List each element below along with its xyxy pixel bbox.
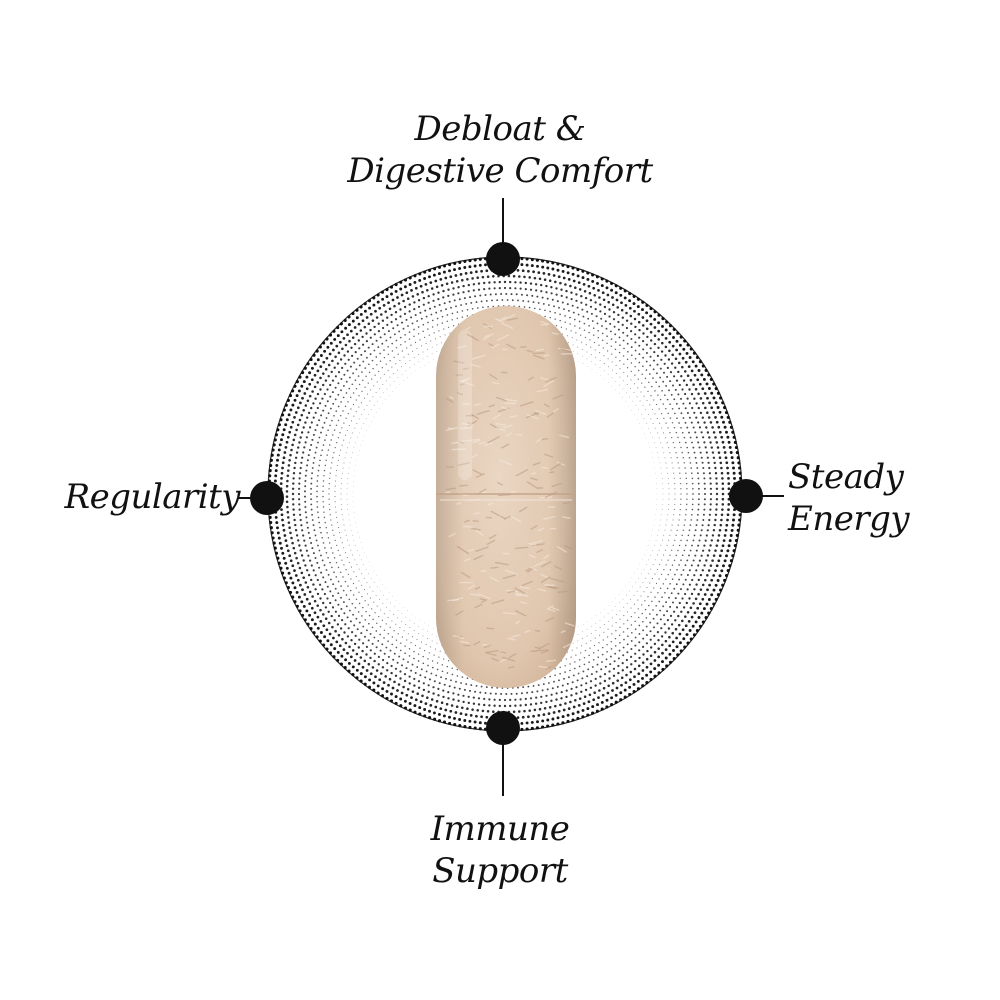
connector-dot-top xyxy=(486,242,520,276)
benefit-left-line1: Regularity xyxy=(64,477,240,517)
benefit-right-line1: Steady xyxy=(788,457,904,497)
capsule-pill-icon xyxy=(436,306,576,688)
connector-dot-left xyxy=(250,481,284,515)
benefit-top-line1: Debloat & xyxy=(414,109,587,149)
stipple-ring-icon xyxy=(267,256,743,732)
connector-dot-right xyxy=(729,479,763,513)
benefit-top-line2: Digestive Comfort xyxy=(347,151,653,191)
benefit-bottom-line2: Support xyxy=(432,851,568,891)
benefit-label-right: Steady Energy xyxy=(788,456,988,540)
connector-dot-bottom xyxy=(486,711,520,745)
benefit-label-top: Debloat & Digestive Comfort xyxy=(300,108,700,192)
benefit-bottom-line1: Immune xyxy=(430,809,570,849)
benefit-right-line2: Energy xyxy=(788,499,910,539)
benefit-label-bottom: Immune Support xyxy=(350,808,650,892)
benefit-label-left: Regularity xyxy=(40,476,240,518)
